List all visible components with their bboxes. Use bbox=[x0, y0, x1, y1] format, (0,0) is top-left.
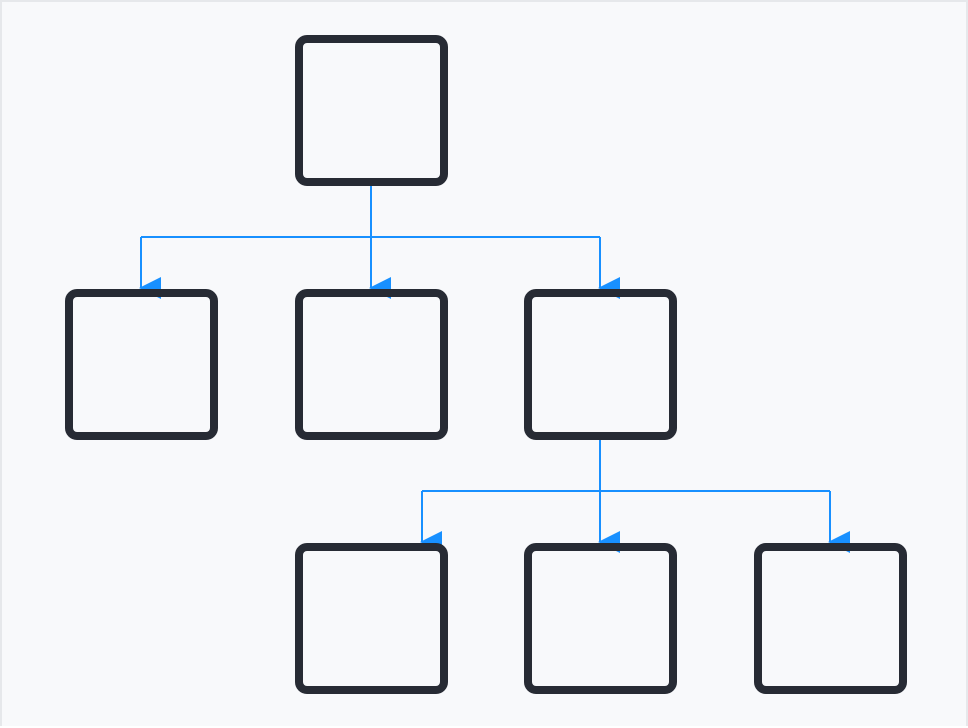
tree-node-n3[interactable] bbox=[524, 289, 677, 440]
tree-node-n1[interactable] bbox=[65, 289, 218, 440]
tree-node-root[interactable] bbox=[295, 35, 448, 186]
tree-node-n5[interactable] bbox=[524, 543, 677, 694]
tree-node-n4[interactable] bbox=[295, 543, 448, 694]
connector-group-n3 bbox=[420, 440, 850, 553]
tree-node-n6[interactable] bbox=[754, 543, 907, 694]
tree-node-n2[interactable] bbox=[295, 289, 448, 440]
connector-group-root bbox=[139, 186, 620, 299]
